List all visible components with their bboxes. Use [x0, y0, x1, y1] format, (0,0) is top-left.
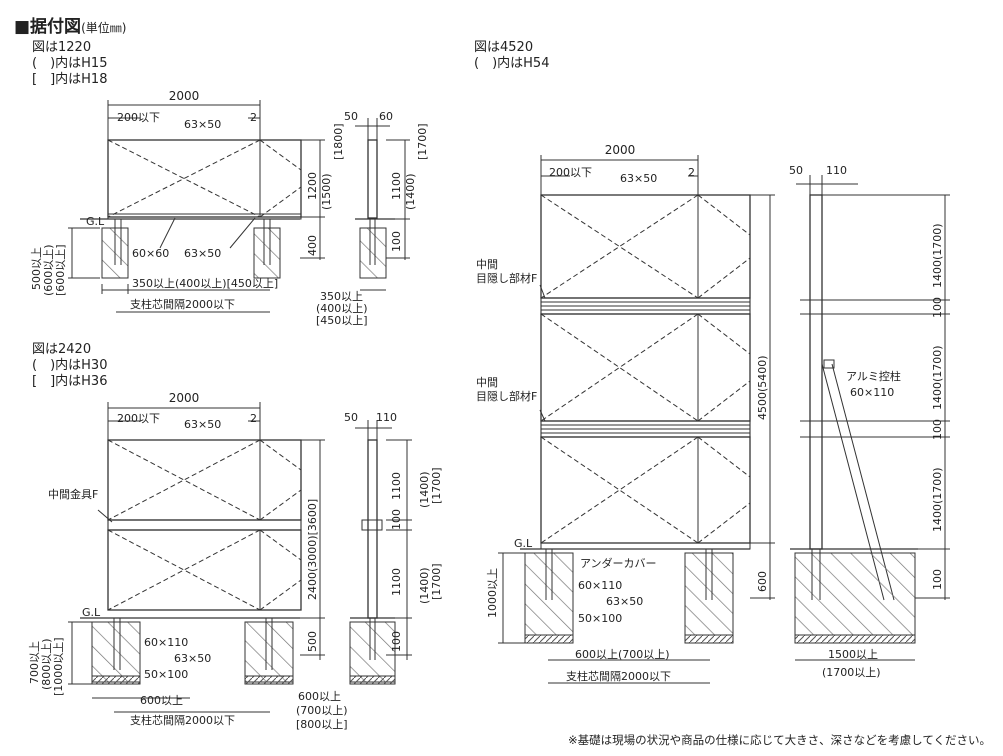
fig1-d63x50b: 63×50: [184, 247, 221, 260]
fig3-under: アンダーカバー: [580, 556, 657, 570]
fig1-f600b: [600以上]: [54, 244, 67, 296]
fig2-d60x110: 60×110: [144, 636, 188, 649]
fig3-d50: 50: [789, 164, 803, 177]
fig2-d2: 2: [250, 412, 257, 425]
fig3-s1500: 1500以上: [828, 648, 878, 661]
foundation-note: ※基礎は現場の状況や商品の仕様に応じて大きさ、深さなどを考慮してください。: [568, 733, 991, 747]
fig3-d50x100: 50×100: [578, 612, 622, 625]
fig3-h100b: 100: [931, 419, 944, 440]
fig2-h1400a: (1400): [418, 471, 431, 508]
fig3-h1400b: 1400(1700): [931, 345, 944, 410]
fig2-h1700a: [1700]: [430, 467, 443, 504]
fig2-front-view: [68, 402, 325, 713]
fig3-d60x110: 60×110: [578, 579, 622, 592]
fig1-h1500: (1500): [320, 173, 333, 210]
fig3-d2: 2: [688, 166, 695, 179]
fig2-h1700b: [1700]: [430, 563, 443, 600]
fig3-h600: 600: [756, 571, 769, 592]
fig2-h1100b: 1100: [390, 568, 403, 596]
fig2-s600: 600以上: [140, 694, 183, 707]
fig2-h2400: 2400(3000)[3600]: [306, 499, 319, 600]
fig1-h1800: [1800]: [332, 123, 345, 160]
fig1-h1700: [1700]: [416, 123, 429, 160]
fig1-s450: [450以上]: [316, 314, 368, 327]
fig2-midfit: 中間金具F: [48, 487, 98, 501]
fig3-s600: 600以上(700以上): [575, 648, 670, 661]
fig3-d200: 200以下: [549, 166, 592, 179]
fig1-front-view: [68, 100, 325, 313]
fig3-side-view: [790, 175, 950, 661]
fig3-h100a: 100: [931, 297, 944, 318]
fig3-d63x50b: 63×50: [606, 595, 643, 608]
fig2-pitch: 支柱芯間隔2000以下: [130, 713, 235, 727]
fig2-caption: 図は2420( )内はH30[ ]内はH36: [32, 342, 108, 389]
fig1-h400: 400: [306, 235, 319, 256]
fig3-mid2b: 目隠し部材F: [476, 389, 537, 403]
fig1-d200: 200以下: [117, 111, 160, 124]
fig1-f600p: (600以上): [42, 244, 55, 296]
fig2-f800: (800以上): [40, 638, 53, 690]
unit-label: (単位㎜): [81, 21, 127, 35]
fig3-alu2: 60×110: [850, 386, 894, 399]
fig1-pitch: 支柱芯間隔2000以下: [130, 297, 235, 311]
fig3-mid1b: 中間: [476, 376, 498, 389]
fig2-gl: G.L: [82, 606, 101, 619]
fig1-caption: 図は1220( )内はH15[ ]内はH18: [32, 40, 108, 87]
fig3-h100c: 100: [931, 569, 944, 590]
fig3-front-view: [498, 155, 775, 684]
fig2-d50: 50: [344, 411, 358, 424]
fig1-h1400: (1400): [404, 173, 417, 210]
fig3-s1700: (1700以上): [822, 666, 881, 679]
fig3-alu1: アルミ控柱: [846, 369, 901, 383]
fig3-d110: 110: [826, 164, 847, 177]
fig1-d350: 350以上(400以上)[450以上]: [132, 277, 278, 290]
fig2-width: 2000: [169, 391, 200, 405]
fig3-width: 2000: [605, 143, 636, 157]
fig1-d63x50: 63×50: [184, 118, 221, 131]
fig3-gl: G.L: [514, 537, 533, 550]
fig1-h1100: 1100: [390, 172, 403, 200]
fig3-h1400a: 1400(1700): [931, 223, 944, 288]
fig1-h1200: 1200: [306, 172, 319, 200]
fig2-h1100a: 1100: [390, 472, 403, 500]
fig1-d60: 60: [379, 110, 393, 123]
fig2-h100a: 100: [390, 509, 403, 530]
fig2-s600b: 600以上: [298, 690, 341, 703]
fig2-s800: [800以上]: [296, 718, 348, 731]
fig1-width: 2000: [169, 89, 200, 103]
fig2-d200: 200以下: [117, 412, 160, 425]
fig2-h100b: 100: [390, 631, 403, 652]
fig3-caption: 図は4520( )内はH54: [474, 40, 550, 71]
fig3-mid2a: 目隠し部材F: [476, 271, 537, 285]
fig1-s350: 350以上: [320, 290, 363, 303]
page-title: ■据付図(単位㎜): [14, 17, 127, 37]
fig3-pitch: 支柱芯間隔2000以下: [566, 669, 671, 683]
fig2-d110: 110: [376, 411, 397, 424]
fig3-h4500: 4500(5400): [756, 355, 769, 420]
fig1-d2: 2: [250, 111, 257, 124]
fig2-h500: 500: [306, 631, 319, 652]
fig3-f1000: 1000以上: [486, 568, 499, 618]
fig2-f1000: [1000以上]: [52, 637, 65, 696]
fig2-d63x50: 63×50: [184, 418, 221, 431]
fig2-side-view: [349, 420, 412, 685]
fig2-f700: 700以上: [28, 641, 41, 684]
fig1-d60x60: 60×60: [132, 247, 169, 260]
fig3-d63x50: 63×50: [620, 172, 657, 185]
fig2-h1400b: (1400): [418, 567, 431, 604]
fig1-s400: (400以上): [316, 302, 368, 315]
fig1-gl: G.L: [86, 215, 105, 228]
fig2-d50x100: 50×100: [144, 668, 188, 681]
fig1-d50: 50: [344, 110, 358, 123]
fig3-mid1a: 中間: [476, 258, 498, 271]
fig3-h1400c: 1400(1700): [931, 467, 944, 532]
fig1-side-view: [355, 118, 410, 291]
fig2-d63x50b: 63×50: [174, 652, 211, 665]
fig1-h100: 100: [390, 231, 403, 252]
fig1-f500: 500以上: [30, 247, 43, 290]
fig2-s700: (700以上): [296, 704, 348, 717]
